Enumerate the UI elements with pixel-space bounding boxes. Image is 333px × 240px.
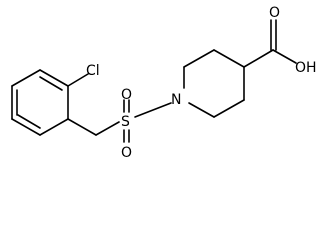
ring-bond <box>11 69 41 87</box>
carboxyl-hydroxyl-bond <box>272 49 297 64</box>
piperidine-ring <box>183 49 245 118</box>
ring-to-chlorine-bond <box>67 73 89 87</box>
chemical-structure-diagram: Cl S O O N O OH <box>11 5 317 161</box>
sulfonyl-oxygen-upper-label: O <box>121 87 132 103</box>
ring-bond <box>39 118 69 136</box>
sulfonyl-oxygen-lower-label: O <box>121 145 132 161</box>
ring-bond <box>183 49 215 68</box>
ring-bond <box>11 118 41 136</box>
ring-to-carboxyl-bond <box>243 49 274 68</box>
ring-bond <box>188 102 215 118</box>
ring-double-bond <box>17 114 41 129</box>
ring-double-bond <box>39 76 63 91</box>
ring-to-methylene-bond <box>67 118 97 136</box>
nitrogen-label: N <box>171 92 181 108</box>
sulfur-label: S <box>121 114 130 130</box>
methylene-to-sulfur-bond <box>95 121 120 136</box>
sulfur-nitrogen-bond <box>134 102 172 118</box>
benzene-ring <box>11 69 69 136</box>
ring-bond <box>213 49 245 68</box>
ring-bond <box>39 69 69 87</box>
chlorine-label: Cl <box>86 63 100 79</box>
ring-bond <box>213 99 245 118</box>
hydroxyl-label: OH <box>295 60 317 76</box>
carbonyl-oxygen-label: O <box>269 5 280 21</box>
